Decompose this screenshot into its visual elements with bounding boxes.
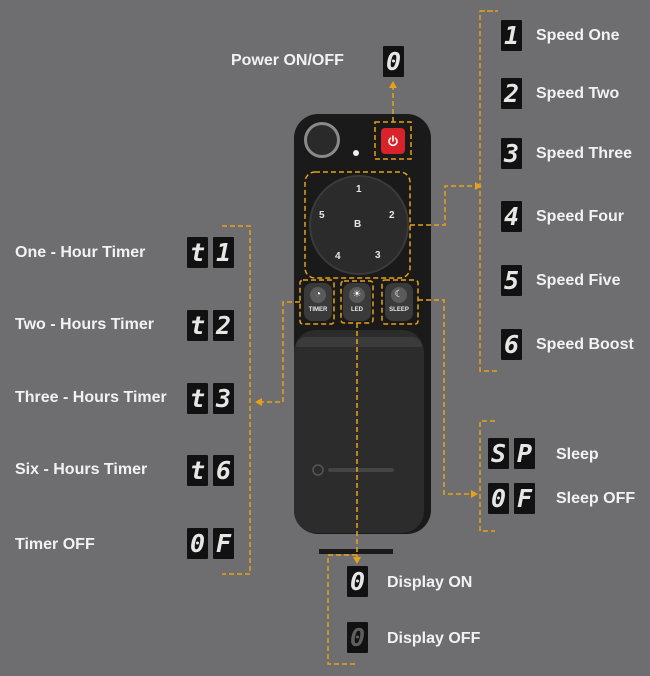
timer-off-code-a: 0 [187, 528, 208, 559]
speed-2-code: 2 [501, 78, 522, 109]
timer-button-label: TIMER [308, 307, 328, 313]
display-off-label: Display OFF [387, 630, 481, 647]
speed-5-code: 5 [501, 265, 522, 296]
timer-button[interactable]: ◔ TIMER [304, 283, 332, 321]
timer-2-code-b: 2 [213, 310, 234, 341]
timer-3-label: Three - Hours Timer [15, 389, 167, 406]
speed-6-code: 6 [501, 329, 522, 360]
speed-2-label: Speed Two [536, 85, 620, 102]
moon-icon: ☾ [391, 287, 407, 303]
remote-lower-panel [294, 330, 424, 533]
led-icon: ☀ [349, 287, 365, 303]
dial-4[interactable]: 4 [335, 251, 341, 262]
sleep-code-a: S [488, 438, 509, 469]
dial-1[interactable]: 1 [356, 184, 362, 195]
timer-3-code-a: t [187, 383, 208, 414]
timer-icon: ◔ [310, 287, 326, 303]
timer-off-code-b: F [213, 528, 234, 559]
dial-2[interactable]: 2 [389, 210, 395, 221]
speed-3-label: Speed Three [536, 145, 633, 162]
display-off-code: 0 [347, 622, 368, 653]
dial-boost[interactable]: B [354, 219, 362, 230]
speed-4-label: Speed Four [536, 208, 625, 225]
speed-1-label: Speed One [536, 27, 620, 44]
display-on-label: Display ON [387, 574, 473, 591]
speed-dial[interactable]: 1 2 3 4 5 B [311, 177, 407, 273]
speed-1-code: 1 [501, 20, 522, 51]
timer-2-code-a: t [187, 310, 208, 341]
sleep-code-b: P [514, 438, 535, 469]
lanyard-hole [304, 122, 340, 158]
timer-6-code-a: t [187, 455, 208, 486]
sleep-button[interactable]: ☾ SLEEP [385, 283, 413, 321]
timer-2-label: Two - Hours Timer [15, 316, 154, 333]
sleep-off-code-b: F [514, 483, 535, 514]
power-code: 0 [383, 46, 404, 77]
speed-4-code: 4 [501, 201, 522, 232]
timer-off-label: Timer OFF [15, 536, 95, 553]
stand-bar [319, 549, 393, 554]
timer-6-label: Six - Hours Timer [15, 461, 148, 478]
timer-3-code-b: 3 [213, 383, 234, 414]
display-on-code: 0 [347, 566, 368, 597]
indicator-light [353, 150, 359, 156]
timer-1-label: One - Hour Timer [15, 244, 146, 261]
brand-logo [312, 464, 394, 476]
led-button[interactable]: ☀ LED [343, 283, 371, 321]
sleep-off-label: Sleep OFF [556, 490, 636, 507]
timer-1-code-a: t [187, 237, 208, 268]
sleep-off-code-a: 0 [488, 483, 509, 514]
timer-1-code-b: 1 [213, 237, 234, 268]
dial-3[interactable]: 3 [375, 250, 381, 261]
remote-lower-highlight [296, 337, 422, 347]
led-button-label: LED [351, 307, 363, 313]
speed-5-label: Speed Five [536, 272, 621, 289]
speed-3-code: 3 [501, 138, 522, 169]
dial-5[interactable]: 5 [319, 210, 325, 221]
power-label: Power ON/OFF [231, 52, 344, 69]
power-button[interactable] [381, 128, 405, 154]
sleep-button-label: SLEEP [389, 307, 409, 313]
speed-6-label: Speed Boost [536, 336, 634, 353]
sleep-label: Sleep [556, 446, 599, 463]
timer-6-code-b: 6 [213, 455, 234, 486]
power-icon [388, 135, 398, 147]
